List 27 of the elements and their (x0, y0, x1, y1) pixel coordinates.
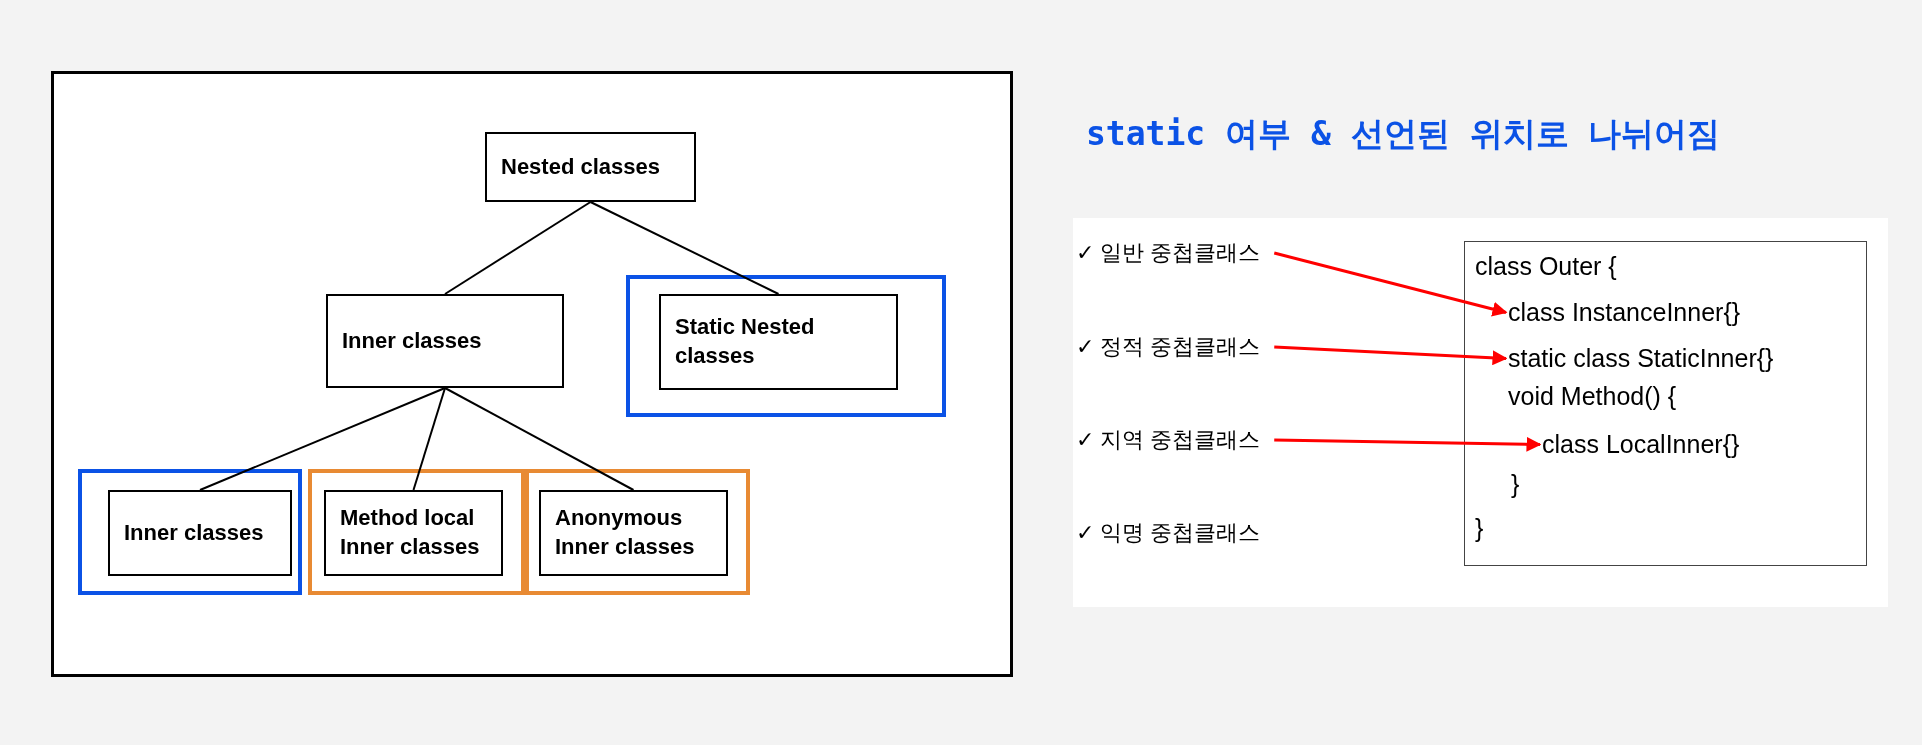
class-box: Static Nested classes (659, 294, 898, 390)
code-line: void Method() { (1508, 382, 1677, 411)
code-line: } (1511, 470, 1520, 499)
code-line: class LocalInner{} (1542, 430, 1740, 459)
arrow (1274, 436, 1542, 452)
connector-line (589, 201, 780, 295)
title: static 여부 & 선언된 위치로 나뉘어짐 (1086, 113, 1721, 155)
connector-line (199, 387, 446, 491)
arrow (1273, 251, 1508, 317)
connector-line (444, 387, 635, 491)
code-box (1464, 241, 1867, 566)
list-item: ✓ 지역 중첩클래스 (1076, 425, 1261, 455)
list-item: ✓ 익명 중첩클래스 (1076, 519, 1261, 547)
arrow (1274, 345, 1508, 366)
class-box: Nested classes (485, 132, 696, 202)
class-box: Method local Inner classes (324, 490, 503, 576)
code-line: static class StaticInner{} (1508, 344, 1774, 373)
code-line: class Outer { (1475, 252, 1617, 281)
class-box: Inner classes (108, 490, 292, 576)
class-box: Inner classes (326, 294, 564, 388)
code-line: } (1475, 514, 1484, 543)
connector-line (412, 387, 446, 491)
list-item: ✓ 일반 중첩클래스 (1076, 238, 1261, 268)
connector-line (444, 201, 592, 295)
class-box: Anonymous Inner classes (539, 490, 728, 576)
code-line: class InstanceInner{} (1508, 298, 1741, 327)
list-item: ✓ 정적 중첩클래스 (1076, 332, 1261, 362)
